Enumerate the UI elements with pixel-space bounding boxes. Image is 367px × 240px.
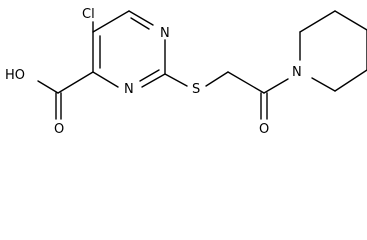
bond-c6-n1-inner (130, 17, 150, 30)
bond-cacid-oh (37, 80, 59, 94)
bond-cd-ce (334, 69, 367, 92)
bond-ca-cb (299, 10, 336, 33)
atom-label-n1: N (160, 26, 170, 41)
bond-n3-c4 (92, 71, 119, 88)
bond-c2-n3-inner (139, 69, 160, 82)
atom-label-o-acid: O (54, 122, 64, 136)
atom-label-ho: HO (5, 68, 25, 83)
bond-c2-n3 (141, 73, 166, 88)
atom-label-s: S (192, 82, 200, 97)
chemical-structure-diagram: Cl N N S N HO O O (5, 7, 367, 136)
structure-canvas: Cl N N S N HO O O (5, 7, 367, 136)
bond-s-ch2 (205, 71, 229, 87)
thioether-amide-chain (164, 71, 289, 120)
piperidine-ring (299, 10, 367, 92)
pyrimidine-ring (92, 10, 166, 88)
bond-c4-cacid (57, 71, 94, 94)
bond-camide-n (263, 78, 289, 94)
bond-cb-cc (334, 10, 367, 31)
bond-c6-n1 (128, 10, 154, 26)
bond-c2-s (164, 73, 188, 87)
bond-c5-c6 (92, 10, 130, 33)
atom-label-cl: Cl (82, 7, 95, 22)
bond-ch2-camide (227, 71, 265, 94)
carboxylic-acid-group (37, 71, 94, 120)
atom-label-o-amide: O (259, 122, 269, 136)
atom-label-n3: N (124, 82, 134, 97)
atom-label-n-piperidine: N (292, 65, 302, 80)
bond-ce-n (311, 77, 336, 92)
